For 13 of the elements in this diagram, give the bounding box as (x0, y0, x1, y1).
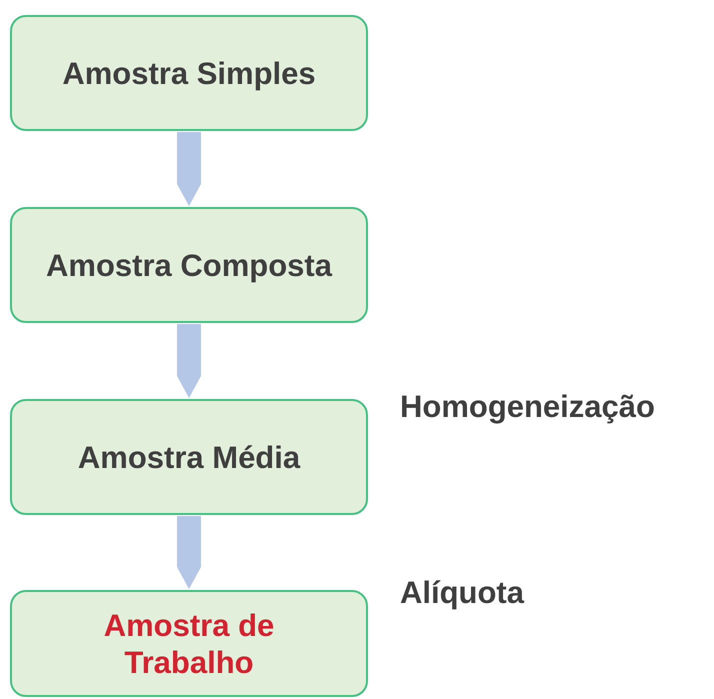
step-note: Alíquota (400, 574, 524, 612)
box-label: Amostra Simples (62, 54, 316, 92)
process-box (10, 15, 368, 131)
box-label: Amostra Média (78, 438, 300, 476)
process-box (10, 207, 368, 323)
process-box (10, 590, 368, 697)
block-arrow (177, 132, 201, 206)
process-box (10, 399, 368, 515)
block-arrow (177, 516, 201, 589)
box-label: Amostra Composta (46, 246, 332, 284)
box-label: Amostra de Trabalho (102, 606, 276, 680)
step-note: Homogeneização (400, 388, 655, 426)
block-arrow (177, 324, 201, 398)
